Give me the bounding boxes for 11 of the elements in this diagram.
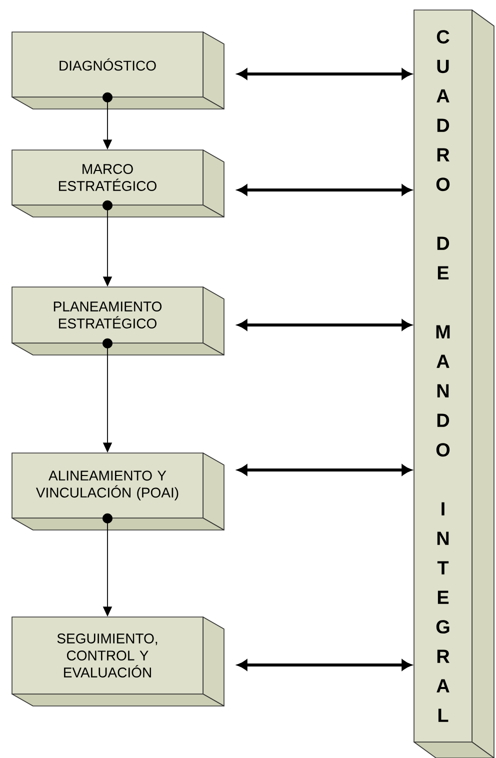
double-arrow xyxy=(238,660,412,670)
process-box: MARCO ESTRATÉGICO xyxy=(12,150,224,218)
double-arrow xyxy=(238,184,412,196)
process-box: PLANEAMIENTO ESTRATÉGICO xyxy=(12,286,224,356)
process-box: DIAGNÓSTICO xyxy=(12,32,224,110)
process-box: SEGUIMIENTO, CONTROL Y EVALUACIÓN xyxy=(12,616,224,706)
double-arrow xyxy=(238,464,412,476)
double-arrow xyxy=(238,320,412,330)
double-arrow xyxy=(238,68,412,80)
column-box: CUADRO DE MANDO INTEGRAL xyxy=(414,10,494,758)
process-box: ALINEAMIENTO Y VINCULACIÓN (POAI) xyxy=(12,452,224,530)
